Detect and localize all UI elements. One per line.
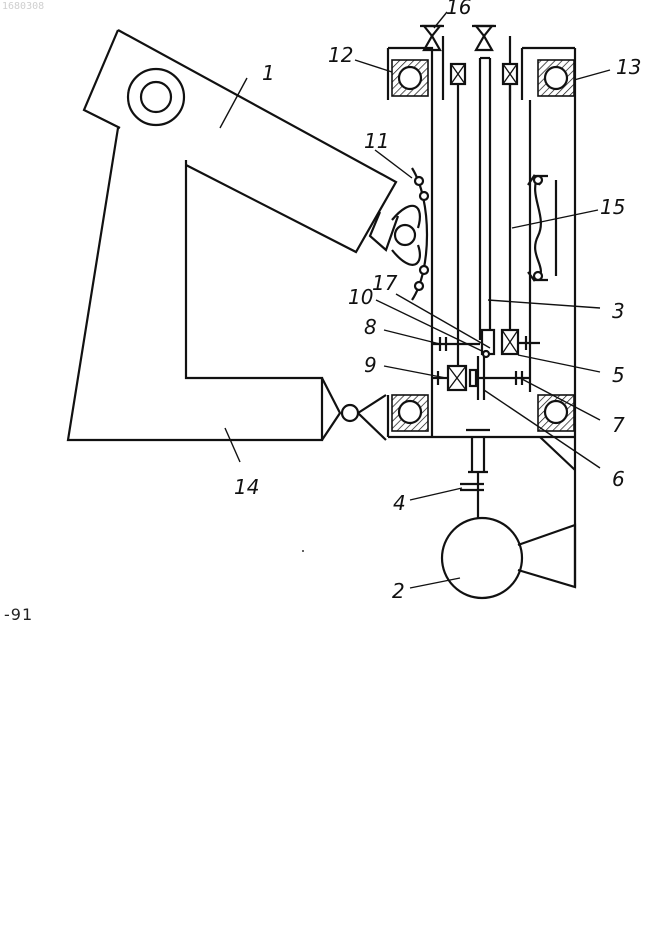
tension-unit-16	[420, 26, 496, 50]
bearing-7	[538, 395, 574, 431]
label-5: 5	[612, 363, 625, 387]
label-8: 8	[364, 315, 377, 339]
label-12: 12	[328, 43, 353, 67]
leader-lines	[220, 12, 610, 588]
coupling-4	[460, 430, 490, 518]
label-4: 4	[393, 491, 406, 515]
label-14: 14	[234, 475, 259, 499]
label-17: 17	[372, 271, 398, 295]
label-1: 1	[262, 61, 275, 85]
flexible-element-15	[528, 100, 556, 392]
label-3: 3	[612, 299, 625, 323]
label-7: 7	[612, 413, 625, 437]
drive-housing	[388, 36, 575, 587]
callout-labels: 1 2 3 4 5 6 7 8 9 10 11 12 13 14 15 16 1…	[234, 0, 641, 603]
side-mark: -91	[4, 605, 33, 624]
bearing-12	[392, 60, 428, 96]
label-15: 15	[600, 195, 625, 219]
frame-14	[68, 128, 386, 440]
label-11: 11	[364, 129, 389, 153]
label-10: 10	[348, 285, 373, 309]
document-code: 1680308	[2, 1, 44, 12]
label-13: 13	[616, 55, 641, 79]
bearing-lower-left	[392, 395, 428, 431]
motor-2	[442, 518, 575, 598]
label-2: 2	[392, 579, 405, 603]
label-9: 9	[364, 353, 377, 377]
label-16: 16	[446, 0, 471, 19]
label-6: 6	[612, 467, 625, 491]
bearing-13	[538, 60, 574, 96]
speck	[302, 550, 304, 552]
